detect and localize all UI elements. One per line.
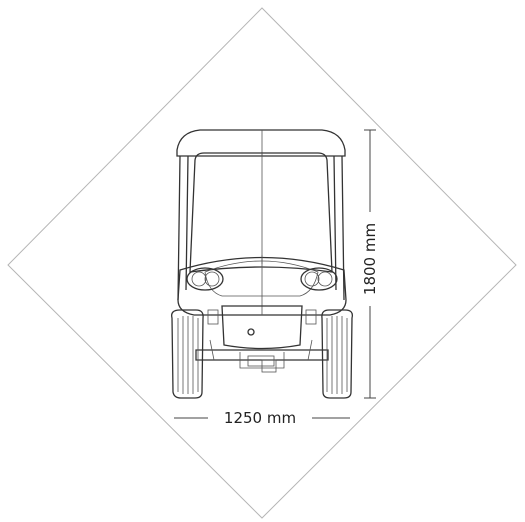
left-wheel <box>171 309 204 399</box>
front-axle <box>195 349 329 361</box>
vehicle-front-view <box>171 129 353 399</box>
front-panel <box>221 305 303 350</box>
width-label: 1250 mm <box>224 409 296 427</box>
roof <box>176 129 346 157</box>
left-headlight <box>186 267 224 291</box>
diamond-frame <box>7 7 517 519</box>
height-dimension: 1800 mm <box>361 129 379 399</box>
windshield <box>189 152 333 273</box>
height-label: 1800 mm <box>361 223 379 295</box>
right-pillar <box>333 155 345 301</box>
right-wheel <box>321 309 353 399</box>
right-headlight <box>300 267 338 291</box>
width-dimension: 1250 mm <box>174 409 350 427</box>
